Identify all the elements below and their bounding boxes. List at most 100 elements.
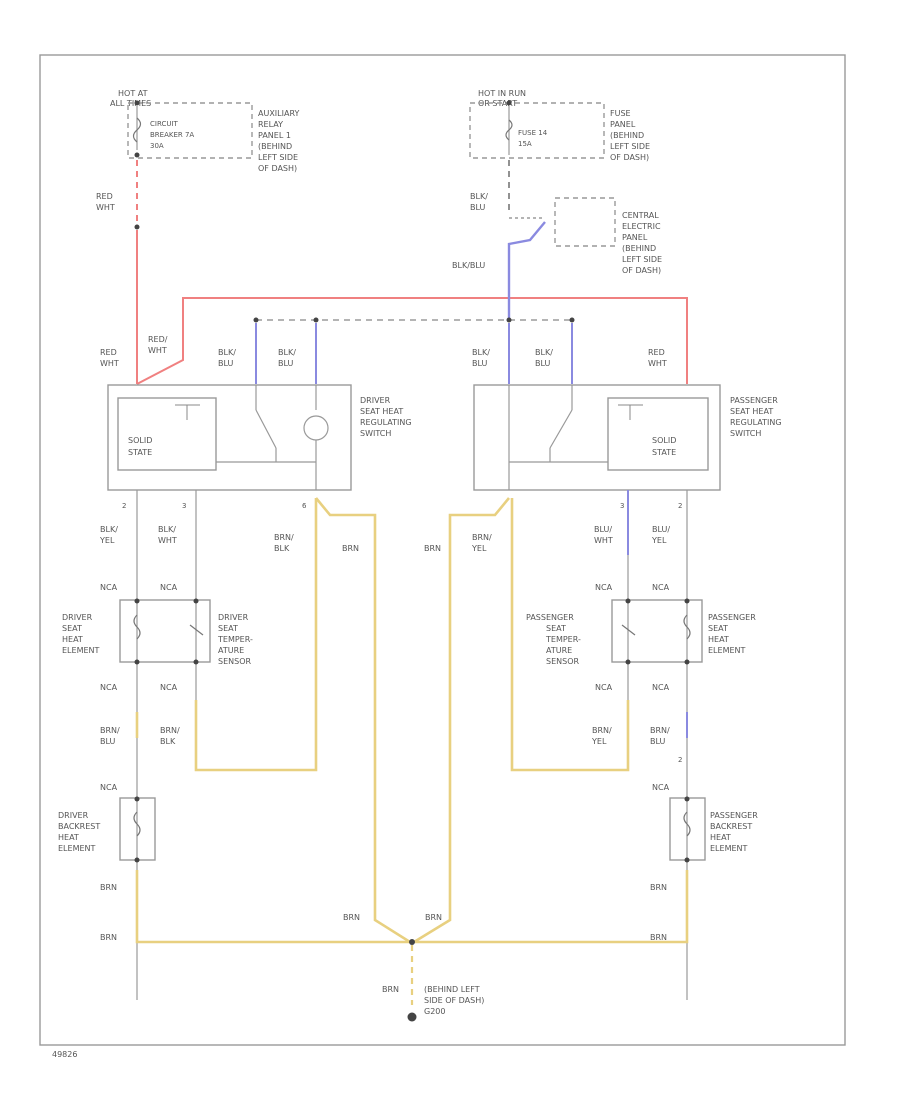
driver-switch-contact [255,409,277,449]
wire-label-wht-driver: WHT [100,359,119,368]
brn-wire-driver-backrest [135,870,410,944]
wire-label-wht-pass-2: WHT [594,536,613,545]
fuse-symbol [505,119,513,141]
driver-state-label: STATE [128,448,152,457]
nca-label: NCA [595,683,613,692]
wire-label-yel-pass-5: YEL [591,737,607,746]
nca-label: NCA [652,583,670,592]
passenger-seat-element-label-2: SEAT [708,624,728,633]
driver-solid-state-symbol [175,404,200,420]
ground-location-label-3: G200 [424,1007,445,1016]
driver-pin-6: 6 [302,502,307,510]
driver-seat-element-label-2: SEAT [62,624,82,633]
heater-element-icon [683,811,691,837]
nca-label: NCA [160,683,178,692]
splice-dot [253,317,259,323]
wire-label-wht-pass: WHT [648,359,667,368]
cep-label-5: LEFT SIDE [622,255,662,264]
driver-solid-state-box [117,397,217,471]
nca-label: NCA [652,683,670,692]
driver-seat-element-label: DRIVER [62,613,93,622]
driver-backrest-label-4: ELEMENT [58,844,96,853]
cep-label: CENTRAL [622,211,659,220]
passenger-solid-label: SOLID [652,436,676,445]
wire-label-yel-pass-1: YEL [471,544,487,553]
driver-switch-label: DRIVER [360,396,391,405]
passenger-backrest-label-4: ELEMENT [710,844,748,853]
diagram-frame [39,54,846,1046]
circuit-breaker-symbol [132,117,142,143]
cep-label-2: ELECTRIC [622,222,661,231]
passenger-pin-2: 2 [678,502,682,510]
wire-label-wht-driver-2: WHT [158,536,177,545]
driver-temp-sensor-label-5: SENSOR [218,657,251,666]
nca-label: NCA [100,583,118,592]
sensor-icon [621,624,636,636]
wire-label-blk-pass-a: BLK/ [472,348,490,357]
wire-label-blk-driver-6: BLK [160,737,176,746]
cep-label-6: OF DASH) [622,266,661,275]
driver-backrest-label-3: HEAT [58,833,79,842]
wire-label-red-driver: RED [100,348,117,357]
splice-dot [134,598,140,604]
aux-relay-panel-label-6: OF DASH) [258,164,297,173]
diagram-code: 49826 [52,1050,77,1059]
wire-label-blu-pass-a: BLU [472,359,488,368]
passenger-switch-contact [549,409,573,449]
driver-temp-sensor-label-2: SEAT [218,624,238,633]
passenger-switch-label-2: SEAT HEAT [730,407,773,416]
splice-dot [625,659,631,665]
aux-relay-panel-label-4: (BEHIND [258,142,292,151]
wire-label-blu-driver-a: BLU [218,359,234,368]
driver-pin-2: 2 [122,502,126,510]
nca-label: NCA [100,783,118,792]
fuse-label-2: 15A [518,140,532,148]
wire-label-brn-ground-left: BRN [343,913,360,922]
passenger-seat-element-label-3: HEAT [708,635,729,644]
wire-label-blu-pass-b: BLU [535,359,551,368]
passenger-temp-sensor-label-2: SEAT [546,624,566,633]
hot-in-run-label: HOT IN RUN [478,89,526,98]
passenger-switch-label: PASSENGER [730,396,778,405]
splice-dot [134,152,140,158]
circuit-breaker-label: CIRCUIT [150,120,179,128]
red-wht-wire-crossover [136,297,688,385]
passenger-pin-3: 3 [620,502,624,510]
brn-wire-passenger-switch [413,497,511,944]
wire-label-wht-b: WHT [148,346,167,355]
central-electric-panel-box [554,197,616,247]
wire-label-blk-driver-2: BLK/ [158,525,176,534]
nca-label: NCA [652,783,670,792]
wire-label-brn-driver-3: BRN/ [274,533,294,542]
wire-label-blu-pass-2: BLU/ [594,525,612,534]
aux-relay-panel-label: AUXILIARY [258,109,300,118]
splice-dot [193,659,199,665]
driver-temp-sensor-label-4: ATURE [218,646,244,655]
driver-switch-label-3: REGULATING [360,418,412,427]
wire-label-brn-pass-1: BRN/ [472,533,492,542]
passenger-seat-element-label-4: ELEMENT [708,646,746,655]
aux-relay-panel-label-5: LEFT SIDE [258,153,298,162]
splice-dot [684,857,690,863]
driver-temp-sensor-label: DRIVER [218,613,249,622]
passenger-solid-state-symbol [618,404,643,420]
circuit-breaker-label-3: 30A [150,142,164,150]
wire-label-blu-driver-5: BLU [100,737,116,746]
passenger-switch-box [473,384,721,491]
cep-label-3: PANEL [622,233,648,242]
splice-dot [134,100,140,106]
wire-label-brn-ground-down: BRN [382,985,399,994]
wire-label-red-pass: RED [648,348,665,357]
splice-dot [313,317,319,323]
brn-wire-driver-switch [314,497,411,944]
wire-label-brn-pass-0: BRN [424,544,441,553]
wire-label-yel-pass-3: YEL [651,536,667,545]
circuit-breaker-label-2: BREAKER 7A [150,131,194,139]
fuse-panel-label-2: PANEL [610,120,636,129]
nca-label: NCA [100,683,118,692]
fuse-panel-label-3: (BEHIND [610,131,644,140]
driver-temp-sensor-label-3: TEMPER- [217,635,253,644]
splice-dot [134,659,140,665]
driver-switch-label-4: SWITCH [360,429,391,438]
driver-pin-3: 3 [182,502,186,510]
